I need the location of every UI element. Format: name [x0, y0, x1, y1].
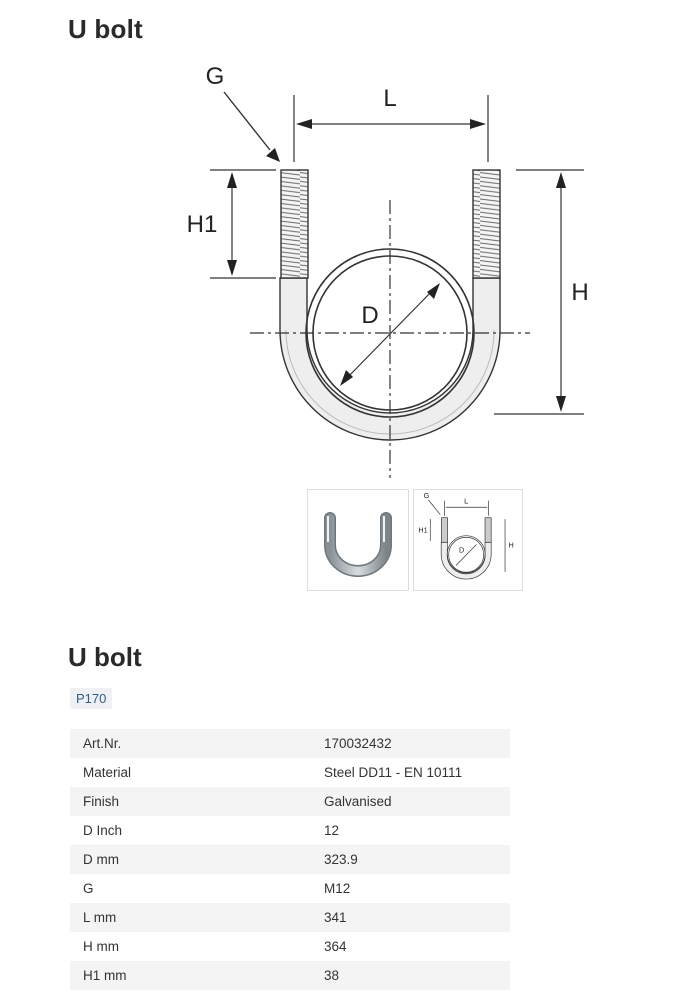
- right-thread: [472, 169, 501, 279]
- u-bolt-photo-icon: [324, 512, 392, 577]
- spec-label: H1 mm: [70, 961, 324, 990]
- spec-value: 170032432: [324, 729, 510, 758]
- label-d: D: [361, 302, 378, 329]
- label-h1: H1: [187, 211, 218, 238]
- label-h: H: [571, 279, 588, 306]
- spec-label: D mm: [70, 845, 324, 874]
- spec-row: H mm 364: [70, 932, 510, 961]
- spec-label: Material: [83, 765, 132, 780]
- u-bolt-drawing-icon: G L H1 H D: [418, 491, 514, 580]
- svg-text:H: H: [509, 540, 514, 549]
- spec-row: D Inch 12: [70, 816, 510, 845]
- svg-text:D: D: [459, 546, 464, 555]
- svg-text:H1: H1: [418, 525, 427, 534]
- svg-text:G: G: [424, 491, 430, 500]
- spec-row: G M12: [70, 874, 510, 903]
- spec-value: 38: [324, 961, 510, 990]
- spec-value: Galvanised: [324, 787, 510, 816]
- spec-label: D Inch: [83, 823, 123, 838]
- spec-value: Steel DD11 - EN 10111: [324, 765, 463, 780]
- spec-label: Art.Nr.: [70, 729, 324, 758]
- spec-label: L mm: [70, 903, 324, 932]
- spec-value: 341: [324, 903, 510, 932]
- spec-row: Material Steel DD11 - EN 10111: [70, 758, 510, 787]
- spec-value: 323.9: [324, 845, 510, 874]
- label-g: G: [206, 63, 225, 90]
- label-l: L: [383, 85, 396, 112]
- product-code-badge[interactable]: P170: [70, 688, 113, 709]
- product-photo-thumbnail[interactable]: [307, 489, 409, 591]
- spec-row: Art.Nr.170032432: [70, 729, 510, 758]
- product-title: U bolt: [68, 642, 142, 672]
- spec-label: Finish: [70, 787, 324, 816]
- spec-value: M12: [324, 881, 351, 896]
- left-thread: [280, 169, 309, 279]
- spec-value: 12: [324, 823, 340, 838]
- u-bolt-body: [279, 277, 501, 441]
- spec-value: 364: [324, 939, 347, 954]
- svg-text:L: L: [464, 497, 468, 506]
- spec-label: G: [83, 881, 94, 896]
- u-bolt-technical-drawing: G L H1 H D: [187, 63, 589, 478]
- page-title: U bolt: [68, 14, 143, 44]
- technical-drawing-thumbnail[interactable]: G L H1 H D: [413, 489, 523, 591]
- spec-label: H mm: [83, 939, 119, 954]
